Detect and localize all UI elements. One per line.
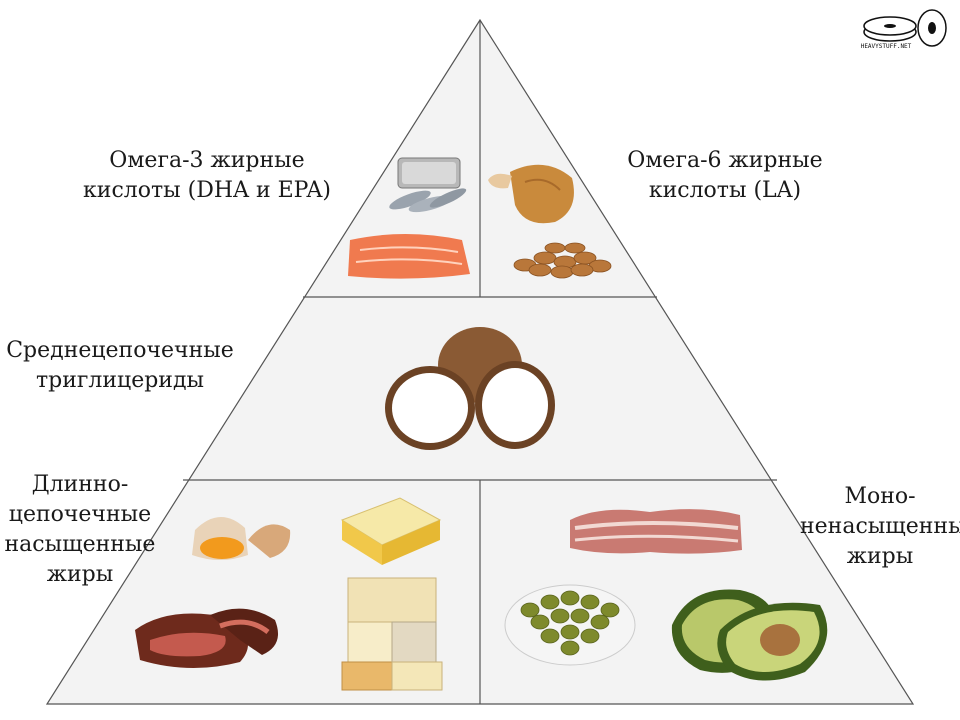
egg-icon [192, 516, 291, 560]
omega6-label-line2: кислоты (LA) [648, 178, 802, 203]
butter-icon [340, 497, 442, 565]
bacon-icon [570, 509, 742, 554]
long-chain-saturated-label: Длинно- цепочечные насыщенные жиры [0, 470, 160, 590]
logo-text: HEAVYSTUFF.NET [861, 43, 912, 50]
olives-icon [504, 584, 636, 666]
mct-label: Среднецепочечные триглицериды [0, 336, 240, 396]
omega3-label: Омега-3 жирные кислоты (DHA и EPA) [62, 146, 352, 206]
chicken-leg-icon [488, 164, 574, 224]
long-chain-label-line4: жиры [46, 562, 114, 587]
omega6-label-line1: Омега-6 жирные [627, 148, 823, 173]
steak-icon [135, 608, 279, 669]
cheese-icon [341, 577, 443, 691]
mono-label-line1: Моно- [844, 484, 916, 509]
omega3-label-line2: кислоты (DHA и EPA) [83, 178, 331, 203]
sardines-icon [389, 157, 467, 213]
mct-label-line2: триглицериды [35, 368, 205, 393]
omega3-label-line1: Омега-3 жирные [109, 148, 305, 173]
heavystuff-logo: HEAVYSTUFF.NET [861, 9, 947, 50]
long-chain-label-line1: Длинно- [31, 472, 129, 497]
salmon-fillet-icon [348, 234, 470, 279]
avocado-icon [671, 589, 828, 681]
long-chain-label-line2: цепочечные [8, 502, 152, 527]
mono-label-line2: ненасыщенные [800, 514, 960, 539]
omega6-label: Омега-6 жирные кислоты (LA) [605, 146, 845, 206]
coconut-icon [385, 327, 555, 450]
long-chain-label-line3: насыщенные [4, 532, 156, 557]
mct-label-line1: Среднецепочечные [6, 338, 234, 363]
monounsaturated-label: Моно- ненасыщенные жиры [800, 482, 960, 572]
almonds-icon [513, 242, 612, 279]
mono-label-line3: жиры [846, 544, 914, 569]
